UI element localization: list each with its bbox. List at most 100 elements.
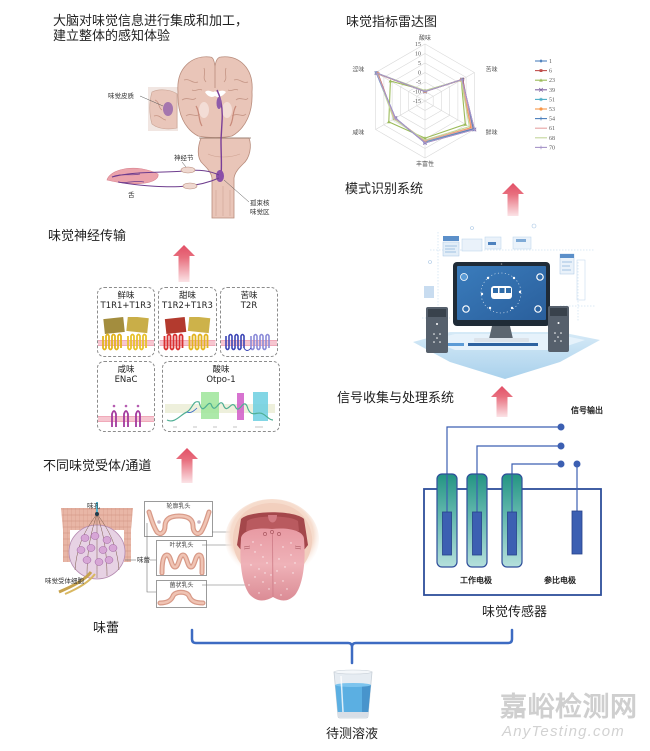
- taste-sensor-schematic: [423, 423, 602, 596]
- reference-electrode: [571, 510, 583, 555]
- taste-bud-pointer-label: 味蕾: [137, 556, 150, 564]
- papilla-box-foliate: 叶状乳头: [156, 540, 207, 576]
- receptor-taste-label: 苦味: [240, 291, 258, 301]
- receptor-channels-title: 不同味觉受体/通道: [43, 459, 152, 474]
- signal-processing-title: 信号收集与处理系统: [337, 391, 455, 406]
- legend-item: 1: [535, 59, 552, 65]
- radar-category-label: 鲜味: [486, 129, 498, 137]
- radar-chart-title: 味觉指标雷达图: [346, 15, 438, 30]
- radar-data-point: [388, 79, 393, 83]
- cranial-nerves: [111, 166, 220, 190]
- radar-legend: 1 6 23 39 51 53 54 61 68 70: [535, 59, 555, 151]
- receptor-box-bitter: 苦味 T2R: [220, 287, 278, 357]
- radar-spoke: [375, 100, 426, 130]
- up-arrow-icon: [176, 448, 198, 483]
- papilla-box-fungiform: 菌状乳头: [156, 580, 207, 608]
- legend-item: 54: [535, 117, 555, 123]
- brainstem: [197, 137, 251, 219]
- legend-label: 70: [549, 145, 555, 151]
- fungiform-papilla-icon: [157, 589, 206, 606]
- receptor-name-label: Otpo-1: [206, 375, 236, 385]
- receptor-name-label: T2R: [240, 301, 258, 311]
- receptor-box-sweet: 甜味 T1R2+T1R3: [158, 287, 217, 357]
- salty-channel-icon: [98, 404, 154, 427]
- legend-marker: [539, 116, 543, 121]
- taste-radar-chart: 151050-5-10-15酸味苦味鲜味丰富性咸味涩味1623395153546…: [352, 34, 555, 168]
- up-arrow-icon: [491, 386, 513, 417]
- working-electrode: [501, 473, 523, 568]
- papillae-bracket-line: [146, 523, 156, 593]
- radar-tick-label: 0: [418, 71, 421, 77]
- papilla-box-circumvallate: 轮廓乳头: [144, 501, 213, 537]
- up-arrow-icon: [502, 183, 524, 216]
- brain-title-line2: 建立整体的感知体验: [53, 29, 171, 44]
- taste-sensor-title: 味觉传感器: [482, 605, 548, 620]
- radar-series-23: [387, 78, 468, 140]
- legend-label: 39: [549, 88, 555, 94]
- receptor-name-label: ENaC: [114, 375, 138, 385]
- radar-data-point: [393, 116, 398, 120]
- legend-marker: [539, 145, 543, 150]
- legend-label: 53: [549, 107, 555, 113]
- cerebrum: [177, 56, 253, 138]
- legend-item: 6: [535, 69, 552, 75]
- up-arrow-icon: [173, 245, 195, 282]
- label-pointers: [139, 95, 250, 203]
- receptor-taste-label: 酸味: [212, 365, 230, 375]
- radar-data-point: [374, 71, 379, 75]
- radar-spoke: [375, 72, 426, 102]
- radar-category-label: 涩味: [352, 66, 364, 74]
- legend-item: 61: [535, 126, 555, 132]
- cortex-inset: [148, 87, 178, 131]
- nerve-transmission-title: 味觉神经传输: [48, 229, 127, 244]
- foliate-papilla-icon: [159, 552, 205, 575]
- legend-label: 6: [549, 69, 552, 75]
- uvula: [268, 515, 277, 523]
- legend-marker: [539, 69, 543, 72]
- receptor-taste-label: 甜味: [178, 291, 196, 301]
- receptor-taste-label: 鲜味: [117, 291, 135, 301]
- umami-receptor-icon: [98, 317, 154, 351]
- receptor-box-umami: 鲜味 T1R1+T1R3: [97, 287, 155, 357]
- watermark-cn: 嘉峪检测网: [500, 692, 638, 723]
- sample-liquid: [335, 685, 371, 712]
- watermark-en: AnyTesting.com: [502, 723, 625, 740]
- circumvallate-papilla-icon: [146, 509, 212, 536]
- legend-item: 53: [535, 107, 555, 113]
- nts-label: 孤束核: [250, 199, 270, 207]
- taste-pathway: [216, 89, 224, 182]
- receptor-cells-label: 味觉受体细胞: [45, 577, 84, 585]
- radar-category-label: 咸味: [352, 129, 364, 137]
- working-electrode: [466, 473, 488, 568]
- legend-label: 68: [549, 136, 555, 142]
- keyboard: [468, 343, 538, 346]
- legend-item: 39: [535, 87, 555, 94]
- legend-marker: [539, 59, 543, 63]
- legend-label: 51: [549, 97, 555, 103]
- working-electrode: [436, 473, 458, 568]
- reference-electrode-label: 参比电极: [544, 576, 576, 585]
- radar-series-70: [374, 71, 477, 145]
- legend-marker: [539, 97, 543, 102]
- receptor-taste-label: 咸味: [117, 365, 135, 375]
- right-speaker: [548, 306, 569, 352]
- ganglion: [180, 166, 196, 174]
- signal-output-label: 信号输出: [571, 406, 603, 415]
- legend-item: 23: [535, 78, 555, 84]
- radar-data-point: [423, 141, 427, 145]
- taste-pore-label: 味孔: [87, 502, 100, 510]
- gustatory-cortex-label: 味觉皮质: [108, 92, 134, 100]
- foliate-label: 叶状乳头: [169, 542, 194, 549]
- legend-label: 54: [549, 117, 555, 123]
- brain-title-line1: 大脑对味觉信息进行集成和加工，: [53, 14, 249, 29]
- taste-bud-illustration: [58, 502, 133, 595]
- receptor-box-sour: 酸味 Otpo-1: [162, 361, 280, 432]
- radar-category-label: 苦味: [486, 66, 498, 74]
- radar-tick-label: -10: [413, 90, 421, 96]
- legend-item: 68: [535, 136, 555, 142]
- left-speaker: [426, 307, 448, 353]
- brain-illustration: [106, 56, 253, 219]
- legend-item: 70: [535, 145, 555, 151]
- receptor-name-label: T1R2+T1R3: [162, 301, 213, 311]
- legend-item: 51: [535, 97, 555, 103]
